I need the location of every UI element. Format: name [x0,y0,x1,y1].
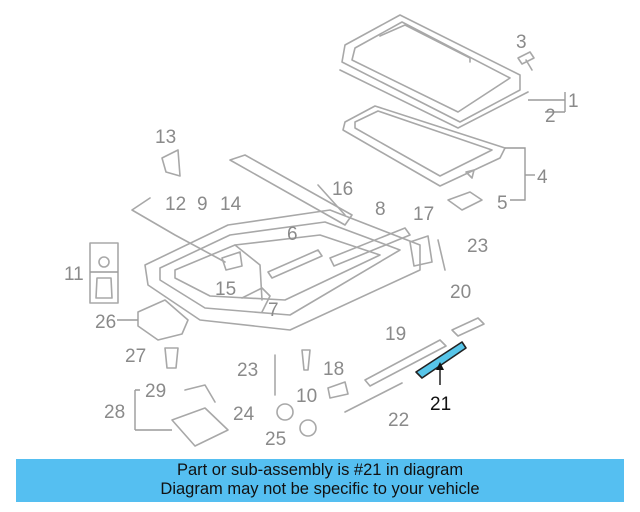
trim-16 [317,184,346,216]
label-23-right: 23 [467,236,488,257]
cable-22 [344,382,403,413]
grommet-box-11 [89,242,119,304]
label-25: 25 [265,429,286,450]
label-8: 8 [375,199,386,220]
rail-6 [267,249,323,279]
clip-5 [447,191,483,211]
bracket-18 [327,381,349,399]
label-22: 22 [388,410,409,431]
roof-frame [144,154,421,331]
label-3: 3 [516,32,527,53]
hose-23-right [437,239,446,271]
label-21: 21 [430,394,451,415]
hose-15 [241,287,271,313]
label-9: 9 [197,194,208,215]
grommet-24 [276,403,294,421]
clip-25 [299,419,317,437]
label-6: 6 [287,224,298,245]
module-26 [137,299,189,341]
part-21-highlighted[interactable] [415,341,467,385]
trim-13 [161,149,181,177]
banner-line-2: Diagram may not be specific to your vehi… [160,480,480,498]
banner-line-1: Part or sub-assembly is #21 in diagram [176,461,464,479]
label-18: 18 [323,359,344,380]
label-4: 4 [537,167,548,188]
label-19: 19 [385,324,406,345]
frame-panel [342,105,506,187]
label-20: 20 [450,282,471,303]
motor-14 [221,251,243,271]
label-26: 26 [95,312,116,333]
label-13: 13 [155,127,176,148]
label-12: 12 [165,194,186,215]
label-27: 27 [125,346,146,367]
bracket-28 [134,389,172,431]
leader-lines [90,92,566,321]
bolt-10 [301,349,311,371]
label-23-left: 23 [237,360,258,381]
bolt-27 [164,347,179,369]
hose-29 [184,384,216,403]
label-29: 29 [145,381,166,402]
screw-3 [517,51,535,71]
track-19 [364,339,447,387]
label-2: 2 [545,106,556,127]
label-10: 10 [296,386,317,407]
bracket-20 [451,317,485,337]
label-14: 14 [220,194,242,215]
plate-28 [171,407,229,447]
info-banner: Part or sub-assembly is #21 in diagram D… [16,459,624,502]
label-11: 11 [64,264,84,285]
label-1: 1 [568,91,579,112]
part-labels: 1 2 3 4 5 6 7 8 9 10 11 12 13 14 15 16 1… [64,32,579,450]
clip-4 [465,169,475,179]
label-16: 16 [332,179,353,200]
label-24: 24 [233,404,255,425]
label-28: 28 [104,402,125,423]
bracket-17 [409,235,433,267]
label-7: 7 [268,300,279,321]
drain-hose-12 [131,197,226,263]
label-5: 5 [497,193,508,214]
label-15: 15 [215,279,236,300]
rail-8 [329,227,411,267]
glass-panel [339,14,529,129]
label-17: 17 [413,204,434,225]
